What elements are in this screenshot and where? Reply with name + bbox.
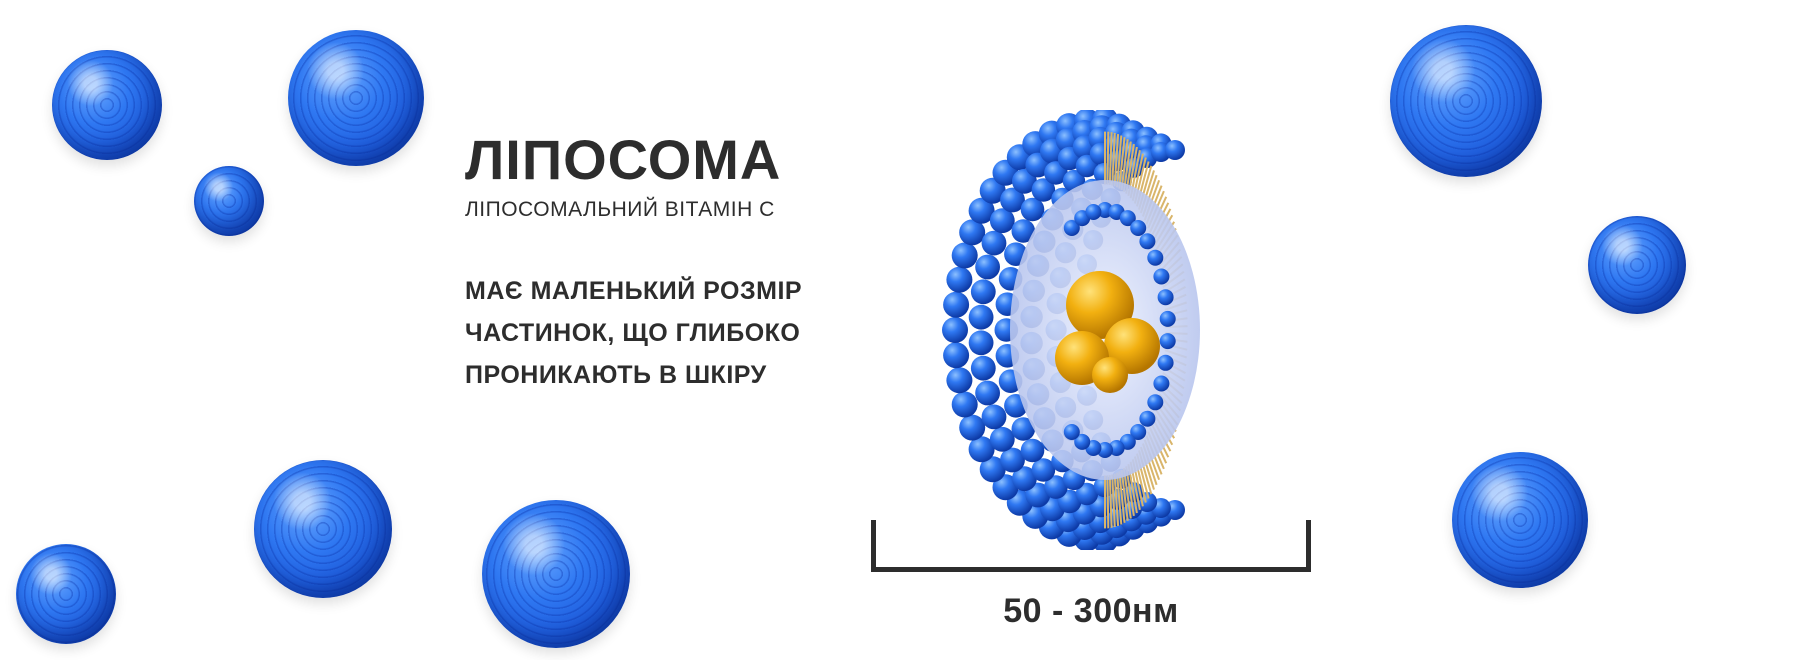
page-subtitle: ЛІПОСОМАЛЬНИЙ ВІТАМІН С	[465, 198, 775, 221]
text-block: ЛІПОСОМА ЛІПОСОМАЛЬНИЙ ВІТАМІН С МАЄ МАЛ…	[465, 132, 802, 396]
liposome-sphere-7	[1390, 25, 1542, 177]
liposome-cross-section-illustration	[942, 110, 1200, 550]
size-bracket	[871, 520, 1311, 572]
liposome-sphere-3	[194, 166, 264, 236]
liposome-sphere-1	[52, 50, 162, 160]
description-line-2: ЧАСТИНОК, ЩО ГЛИБОКО	[465, 319, 801, 347]
description-line-3: ПРОНИКАЮТЬ В ШКІРУ	[465, 361, 767, 389]
liposome-sphere-9	[1452, 452, 1588, 588]
liposome-sphere-2	[288, 30, 424, 166]
liposome-sphere-8	[1588, 216, 1686, 314]
page-title: ЛІПОСОМА	[465, 128, 782, 191]
liposome-sphere-4	[254, 460, 392, 598]
liposome-sphere-5	[482, 500, 630, 648]
size-label: 50 - 300нм	[1003, 592, 1179, 630]
liposome-sphere-6	[16, 544, 116, 644]
description-line-1: МАЄ МАЛЕНЬКИЙ РОЗМІР	[465, 277, 803, 305]
inner-shell	[1063, 202, 1176, 458]
description: МАЄ МАЛЕНЬКИЙ РОЗМІР ЧАСТИНОК, ЩО ГЛИБОК…	[465, 270, 802, 396]
vitamin-core	[1055, 271, 1160, 393]
